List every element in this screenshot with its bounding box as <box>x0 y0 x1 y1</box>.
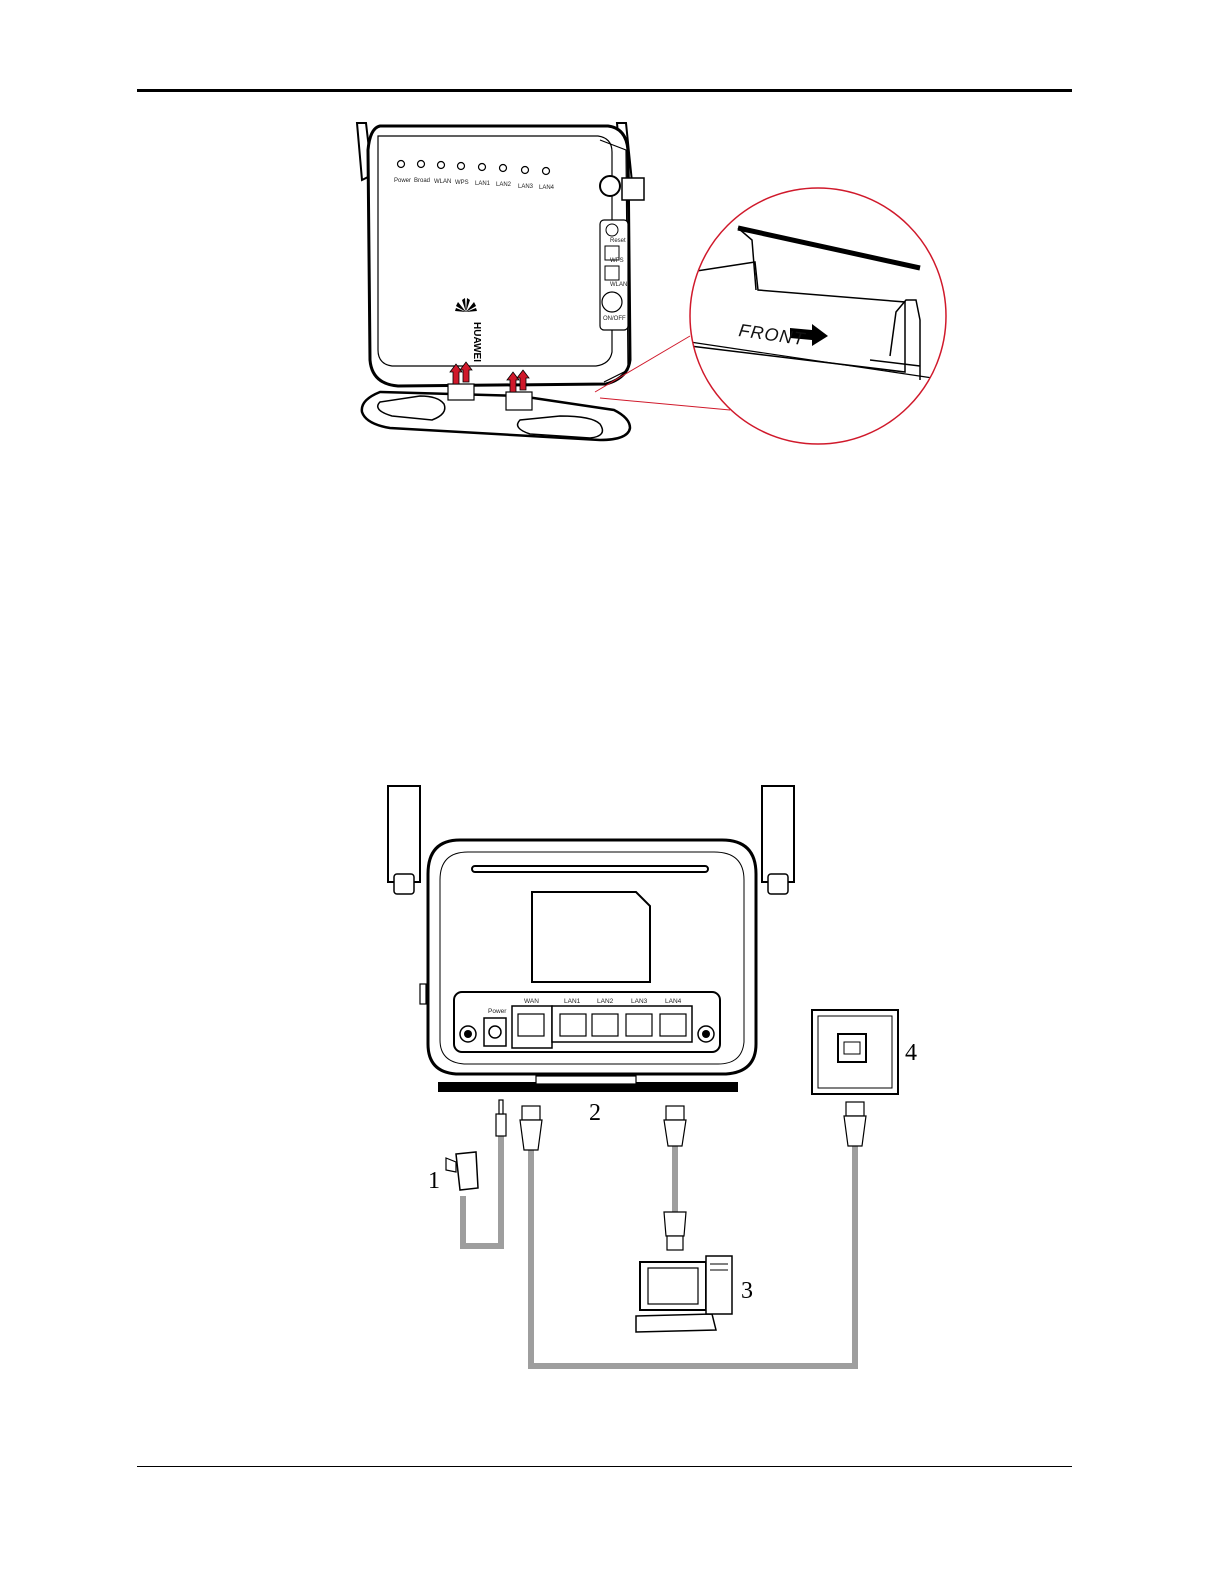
led-lan4 <box>543 168 550 175</box>
led-label-broad: Broad <box>414 178 430 184</box>
led-label-lan3: LAN3 <box>518 184 534 190</box>
side-label-reset: Reset <box>610 238 626 244</box>
led-power <box>398 161 405 168</box>
footer-rule <box>137 1466 1072 1467</box>
led-lan1 <box>479 164 486 171</box>
port-label-lan4: LAN4 <box>665 998 682 1005</box>
led-wlan <box>438 162 445 169</box>
lan1-port <box>560 1014 586 1036</box>
led-wps <box>458 163 465 170</box>
rj45-connector-icon <box>664 1212 686 1250</box>
side-label-wps: WPS <box>610 258 624 264</box>
led-lan2 <box>500 165 507 172</box>
port-label-wan: WAN <box>524 998 539 1005</box>
led-label-power: Power <box>394 178 411 184</box>
rj45-connector-icon <box>844 1102 866 1146</box>
wan-cable <box>531 1146 855 1366</box>
port-label-lan2: LAN2 <box>597 998 614 1005</box>
port-label-lan1: LAN1 <box>564 998 581 1005</box>
side-label-wlan: WLAN <box>610 282 627 288</box>
callout-4: 4 <box>905 1040 917 1066</box>
port-label-lan3: LAN3 <box>631 998 648 1005</box>
led-label-lan4: LAN4 <box>539 185 555 191</box>
lan4-port <box>660 1014 686 1036</box>
rj45-connector-icon <box>520 1106 542 1150</box>
led-label-wlan: WLAN <box>434 179 451 185</box>
callout-2: 2 <box>589 1100 601 1126</box>
led-broad <box>418 161 425 168</box>
rj45-connector-icon <box>664 1106 686 1146</box>
power-cable <box>463 1134 501 1246</box>
led-label-lan1: LAN1 <box>475 181 491 187</box>
side-label-onoff: ON/OFF <box>603 316 626 322</box>
computer-icon <box>636 1256 732 1332</box>
figure-stand-installation: Reset WPS WLAN ON/OFF Power Broad WLAN W… <box>357 123 946 444</box>
lan3-port <box>626 1014 652 1036</box>
led-label-lan2: LAN2 <box>496 182 512 188</box>
wall-socket-icon <box>812 1010 898 1094</box>
led-label-wps: WPS <box>455 180 469 186</box>
callout-3: 3 <box>741 1278 753 1304</box>
figure-cable-connection: Power WAN LAN1 LAN2 LAN3 LAN4 <box>388 786 917 1366</box>
power-adapter-icon <box>446 1100 506 1190</box>
led-lan3 <box>522 167 529 174</box>
wan-port <box>518 1014 544 1036</box>
callout-1: 1 <box>428 1168 440 1194</box>
port-label-power: Power <box>488 1008 507 1015</box>
lan2-port <box>592 1014 618 1036</box>
brand-logo-text: HUAWEI <box>471 322 482 362</box>
zoom-detail: FRONT <box>690 188 946 444</box>
